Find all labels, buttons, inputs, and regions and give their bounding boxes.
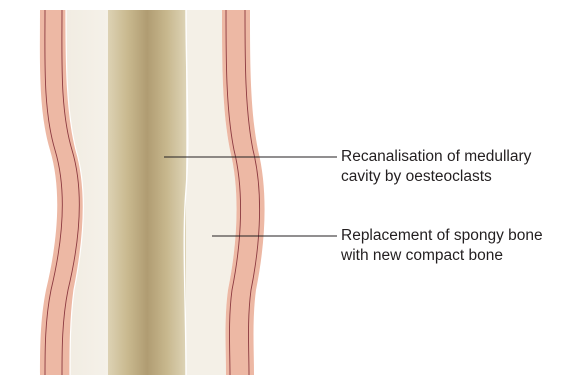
label-replacement: Replacement of spongy bone with new comp… [341,226,543,266]
label-recanalisation: Recanalisation of medullary cavity by oe… [341,147,531,187]
medullary-cavity [108,10,186,375]
label-recanalisation-line1: Recanalisation of medullary [341,147,531,167]
label-recanalisation-line2: cavity by oesteoclasts [341,167,531,187]
label-replacement-line2: with new compact bone [341,246,543,266]
label-replacement-line1: Replacement of spongy bone [341,226,543,246]
